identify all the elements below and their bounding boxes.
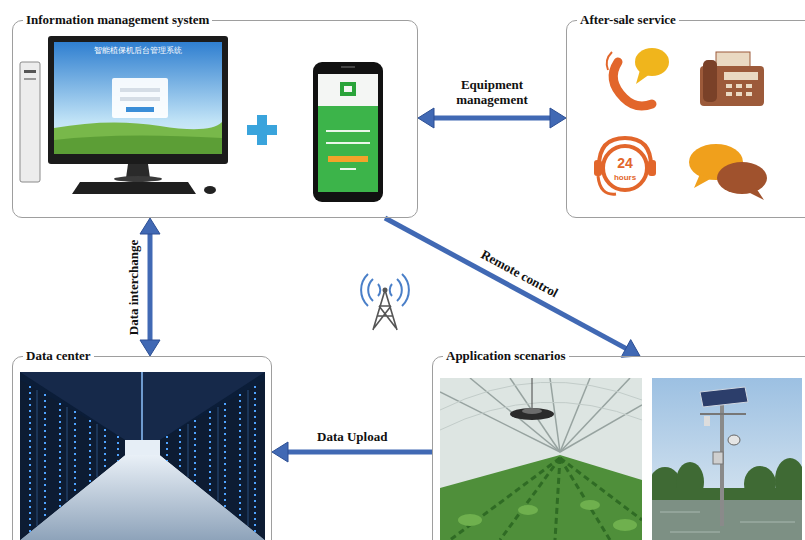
icon-text: hours — [614, 173, 636, 182]
arrow-head — [621, 340, 640, 358]
panel-heading: Data center — [23, 348, 94, 364]
panel-box: Application scenarios — [432, 356, 805, 540]
computer-illustration — [20, 36, 228, 194]
panel-box: After-sale service — [566, 20, 805, 218]
panel-box: Information management system — [12, 20, 418, 218]
panel-box: Data center — [12, 356, 272, 540]
arrow-label: Data interchange — [126, 237, 141, 336]
panel-heading: After-sale service — [577, 12, 679, 28]
greenhouse-photo — [440, 378, 642, 540]
phone-illustration — [313, 62, 383, 202]
field-monitor-photo — [652, 378, 802, 540]
panel-heading: Information management system — [23, 12, 212, 28]
icon-text: 24 — [617, 155, 633, 171]
arrow-head — [140, 340, 160, 356]
plus-sign — [247, 115, 277, 145]
flow-arrow — [140, 218, 160, 356]
arrow-shaft — [148, 232, 153, 342]
arrow-shaft — [385, 218, 628, 349]
flow-arrow — [272, 442, 432, 462]
arrow-shaft — [286, 450, 432, 455]
chat-icon — [689, 144, 767, 200]
screen-title: 智能植保机后台管理系统 — [94, 45, 182, 56]
panel-heading: Application scenarios — [443, 348, 569, 364]
call-icon — [607, 48, 669, 106]
arrow-label: Data Upload — [315, 429, 389, 444]
arrow-label: Equipment management — [440, 77, 544, 107]
telephone-icon — [700, 52, 764, 106]
hotline-24-icon — [594, 138, 656, 194]
server-room-photo — [20, 372, 265, 540]
arrow-head — [272, 442, 288, 462]
arrow-shaft — [432, 116, 552, 121]
arrow-head — [550, 108, 566, 128]
flow-arrow — [418, 108, 566, 128]
arrow-head — [418, 108, 434, 128]
arrow-head — [140, 218, 160, 234]
signal-tower — [361, 274, 409, 330]
flow-arrow — [385, 218, 640, 357]
